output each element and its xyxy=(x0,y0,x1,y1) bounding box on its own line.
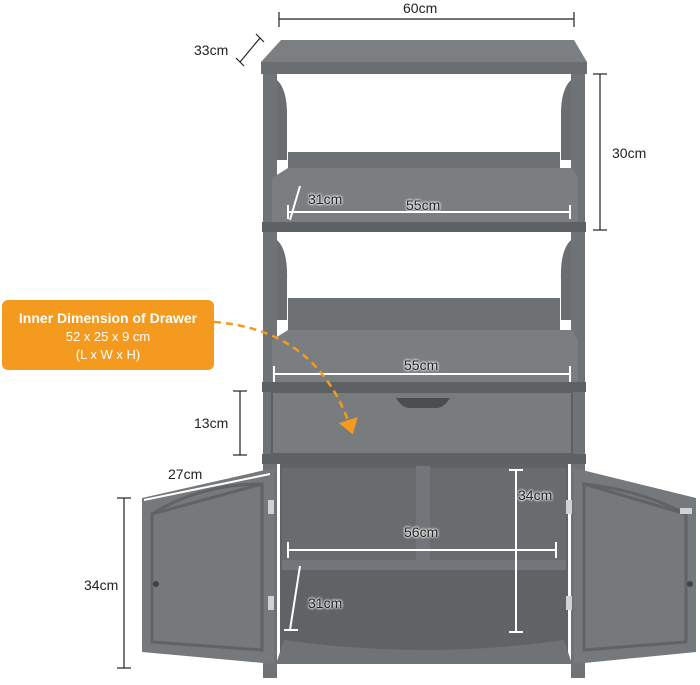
overall-width-label: 60cm xyxy=(403,0,438,16)
middle-shelf-front xyxy=(262,382,586,392)
drawer-dimension-callout: Inner Dimension of Drawer 52 x 25 x 9 cm… xyxy=(2,300,214,370)
middle-shelf xyxy=(272,330,578,382)
overall-depth-label: 33cm xyxy=(194,42,229,58)
top-compartment-height-label: 30cm xyxy=(612,145,647,161)
upper-shelf-depth-label: 31cm xyxy=(308,191,343,207)
cabinet-interior-height-label: 34cm xyxy=(518,487,553,503)
door-height-label: 34cm xyxy=(84,577,119,593)
interior-dimension-lines xyxy=(143,185,571,633)
right-door xyxy=(574,468,696,664)
right-door-knob xyxy=(687,581,693,587)
middle-shelf-back-rail xyxy=(288,298,560,330)
callout-axes: (L x W x H) xyxy=(75,347,141,362)
cabinet-base-arch xyxy=(276,640,572,664)
left-door-knob xyxy=(153,581,159,587)
callout-title: Inner Dimension of Drawer xyxy=(18,310,198,326)
callout-arrow xyxy=(213,320,358,435)
cabinet-inner-shelf xyxy=(282,560,566,570)
middle-shelf-width-label: 55cm xyxy=(404,357,439,373)
top-surface xyxy=(261,40,587,62)
upper-shelf-front xyxy=(262,222,586,232)
cabinet-interior-width-label: 56cm xyxy=(404,524,439,540)
upper-shelf xyxy=(272,168,578,222)
drawer-height-label: 13cm xyxy=(194,415,229,431)
left-door xyxy=(142,468,274,664)
upper-shelf-width-label: 55cm xyxy=(406,197,441,213)
dimension-lines xyxy=(117,12,607,669)
cabinet-interior-depth-label: 31cm xyxy=(308,595,343,611)
door-width-label: 27cm xyxy=(168,466,203,482)
drawer-handle-cutout xyxy=(396,398,450,408)
top-edge xyxy=(261,62,587,74)
callout-size: 52 x 25 x 9 cm xyxy=(65,329,151,344)
